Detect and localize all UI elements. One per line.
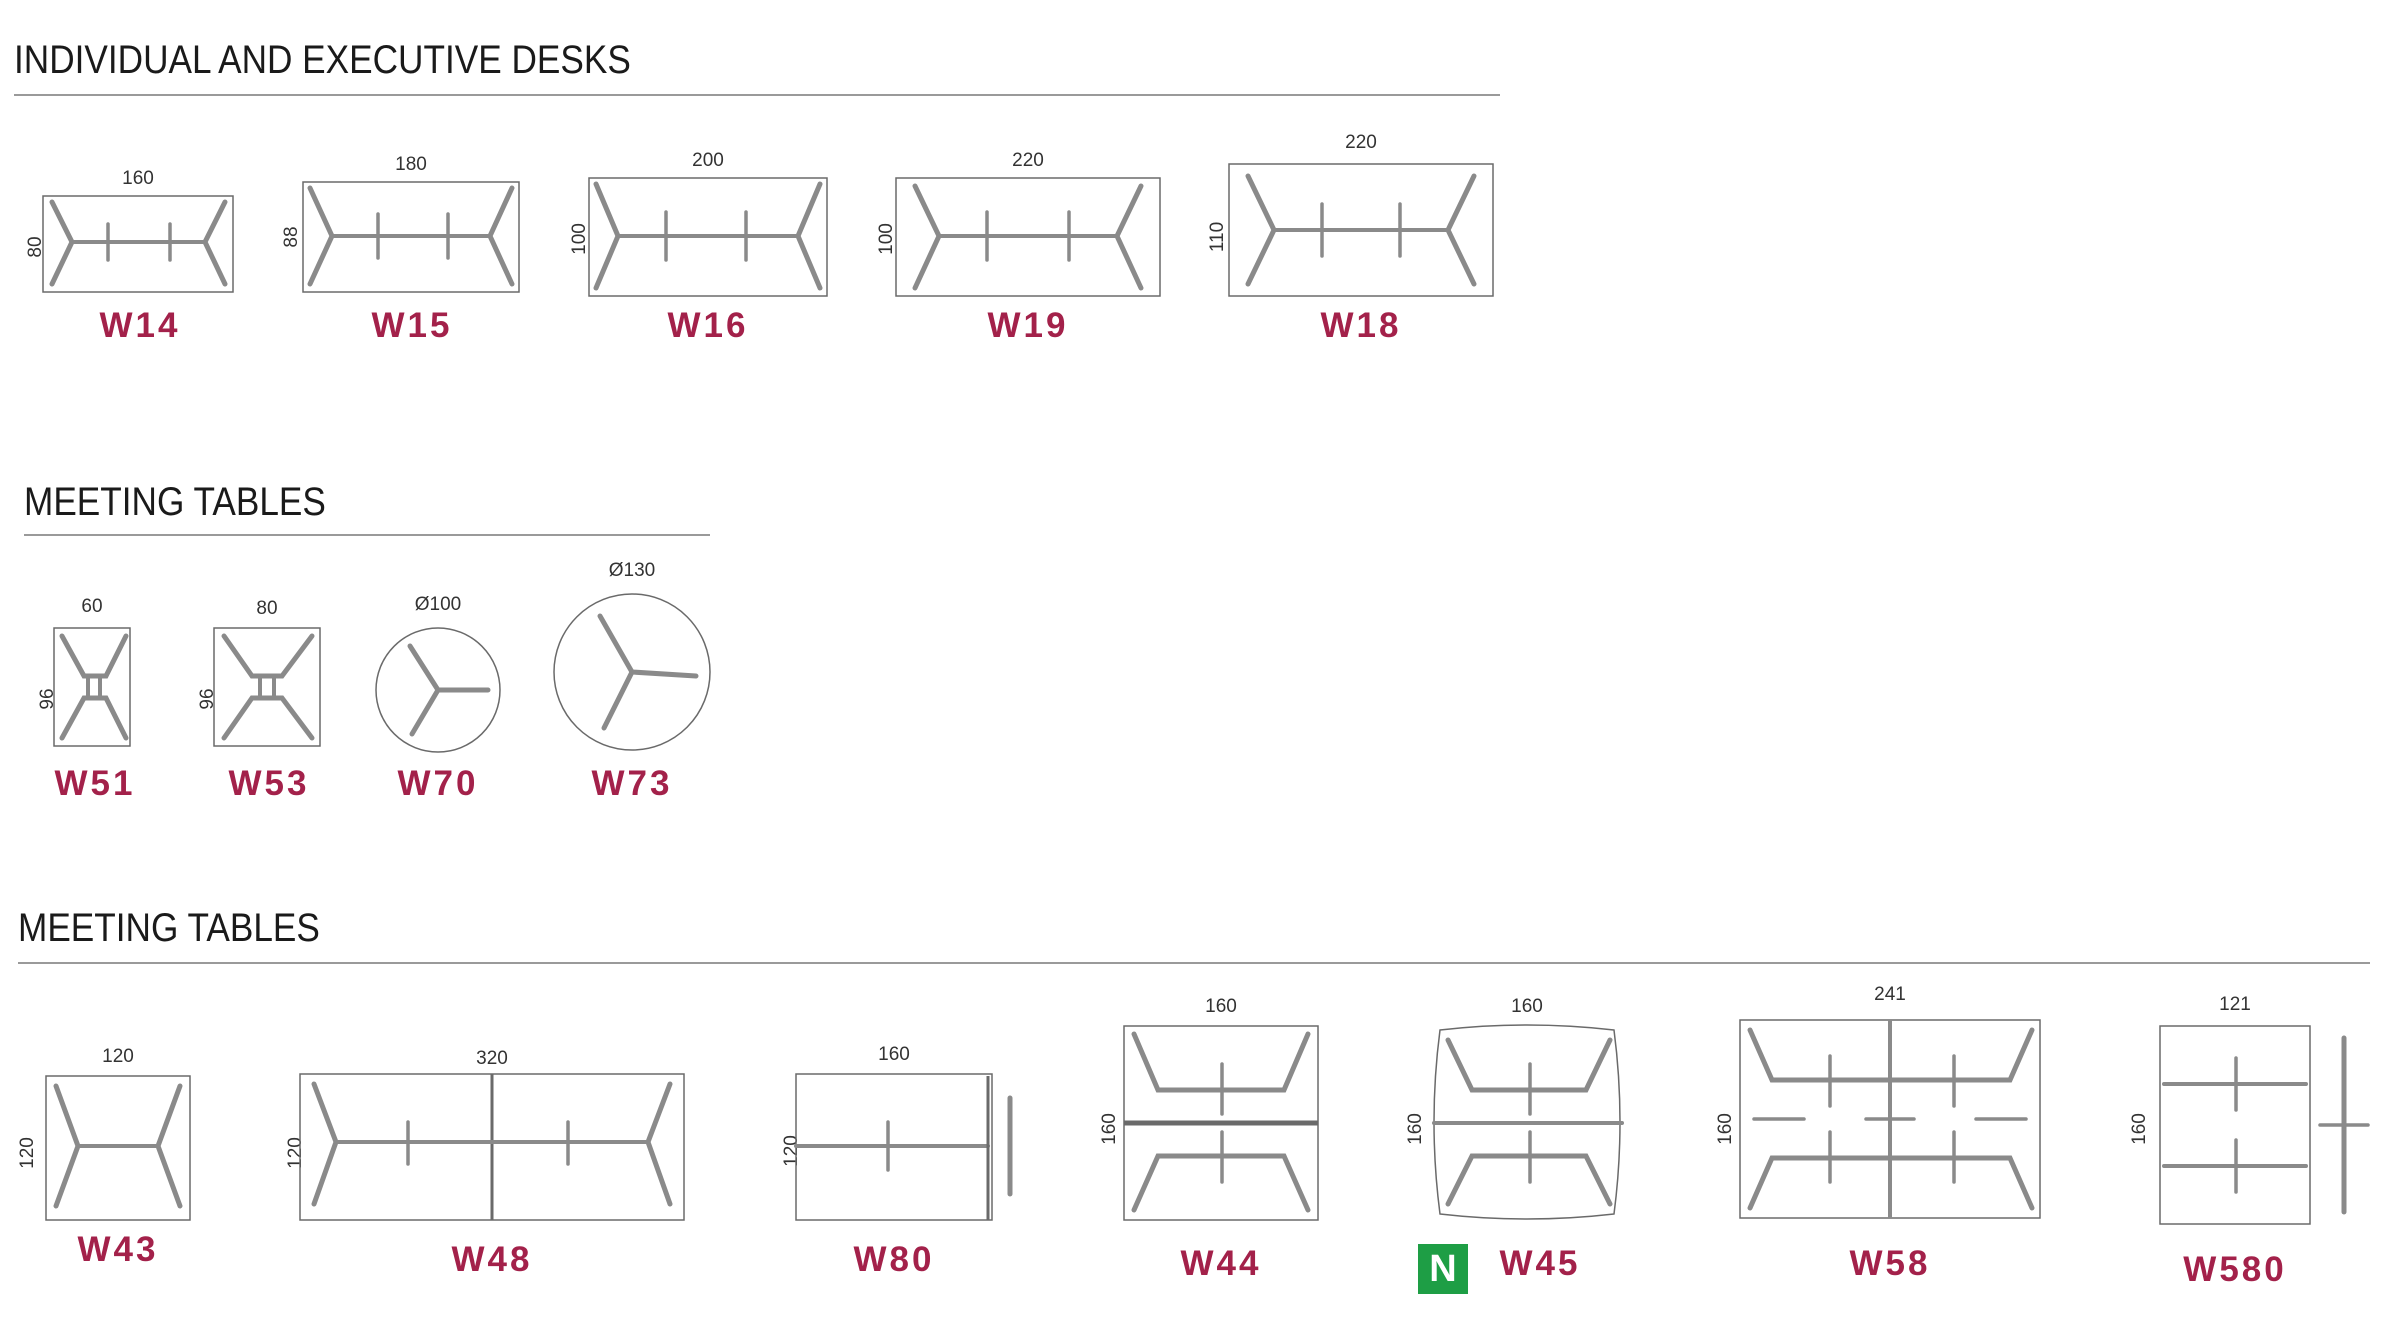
section-divider	[18, 962, 2370, 964]
desk-diagram	[1228, 163, 1494, 297]
width-label: 320	[476, 1048, 508, 1069]
table-diagram	[2159, 1025, 2370, 1225]
width-label: 160	[1511, 996, 1543, 1017]
table-diagram	[1432, 1024, 1624, 1220]
product-w19[interactable]: 220 100 W19	[876, 148, 1163, 360]
width-label: 160	[1205, 996, 1237, 1017]
product-code: W70	[397, 764, 479, 803]
table-diagram	[53, 627, 131, 747]
width-label: 160	[878, 1044, 910, 1065]
product-code: W73	[591, 764, 673, 803]
table-diagram	[299, 1073, 685, 1221]
new-product-badge: N	[1418, 1244, 1468, 1294]
table-diagram	[45, 1075, 191, 1221]
table-diagram	[1123, 1025, 1319, 1221]
width-label: 60	[81, 596, 103, 617]
table-diagram	[553, 593, 711, 751]
product-w44[interactable]: 160 160 W44	[1090, 996, 1330, 1292]
product-code: W44	[1180, 1244, 1262, 1283]
product-w58[interactable]: 241 160 W58	[1710, 984, 2050, 1292]
product-code: W16	[667, 306, 749, 345]
table-diagram	[213, 627, 321, 747]
product-w16[interactable]: 200 100 W16	[569, 148, 830, 360]
desk-diagram	[42, 195, 234, 293]
section-title-desks: INDIVIDUAL AND EXECUTIVE DESKS	[14, 38, 631, 82]
desk-diagram	[588, 177, 828, 297]
product-code: W58	[1849, 1244, 1931, 1283]
width-label: 200	[692, 150, 724, 171]
table-diagram	[375, 627, 501, 753]
product-w48[interactable]: 320 120 W48	[285, 1046, 690, 1292]
product-code: W48	[451, 1240, 533, 1279]
product-w53[interactable]: 80 96 W53	[197, 596, 350, 816]
width-label: 220	[1012, 150, 1044, 171]
desk-diagram	[895, 177, 1161, 297]
product-w15[interactable]: 180 88 W15	[281, 150, 524, 360]
width-label: Ø130	[608, 560, 656, 581]
product-code: W45	[1499, 1244, 1581, 1283]
desk-diagram	[302, 181, 520, 293]
width-label: 160	[122, 168, 154, 189]
product-w51[interactable]: 60 96 W51	[37, 596, 170, 816]
width-label: 220	[1345, 132, 1377, 153]
product-code: W51	[54, 764, 136, 803]
product-w580[interactable]: 121 160 W580	[2120, 994, 2380, 1292]
product-code: W15	[371, 306, 453, 345]
product-w73[interactable]: Ø130 W73	[550, 560, 714, 816]
product-w80[interactable]: 160 120 W80	[781, 1044, 1036, 1292]
product-code: W580	[2183, 1250, 2287, 1289]
product-code: W53	[228, 764, 310, 803]
product-w14[interactable]: 160 80 W14	[25, 160, 240, 360]
product-w18[interactable]: 220 110 W18	[1207, 130, 1496, 360]
product-code: W14	[99, 306, 181, 345]
width-label: 121	[2219, 994, 2251, 1015]
product-code: W43	[77, 1230, 159, 1269]
width-label: 180	[395, 154, 427, 175]
table-diagram	[1739, 1019, 2041, 1219]
product-code: W80	[853, 1240, 935, 1279]
section-title-meeting-tables: MEETING TABLES	[24, 480, 326, 524]
width-label: 120	[102, 1046, 134, 1067]
width-label: 241	[1874, 984, 1906, 1005]
table-diagram	[794, 1073, 1013, 1221]
product-code: W19	[987, 306, 1069, 345]
width-label: Ø100	[414, 594, 462, 615]
section-divider	[14, 94, 1500, 96]
section-divider	[24, 534, 710, 536]
product-code: W18	[1320, 306, 1402, 345]
width-label: 80	[256, 598, 278, 619]
product-w45[interactable]: 160 160 N W45	[1400, 996, 1640, 1294]
section-title-meeting-tables-large: MEETING TABLES	[18, 906, 320, 950]
product-w70[interactable]: Ø100 W70	[370, 594, 506, 816]
product-w43[interactable]: 120 120 W43	[17, 1046, 200, 1276]
